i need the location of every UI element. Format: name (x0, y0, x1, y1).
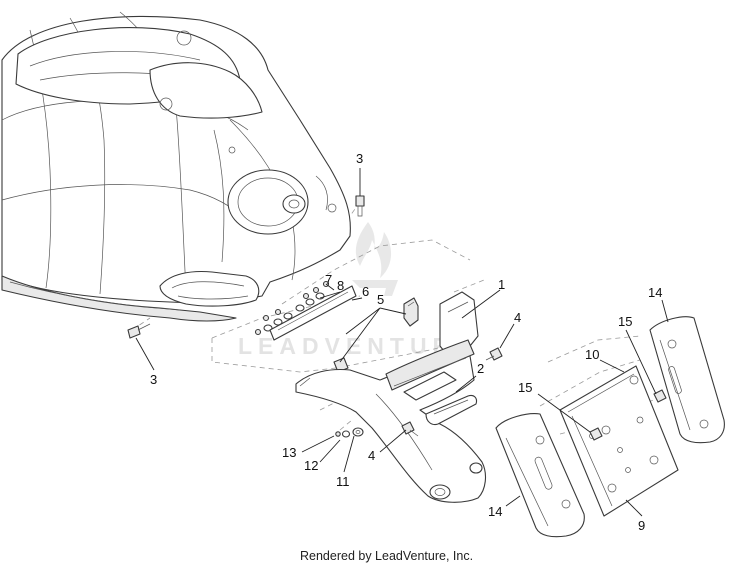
screw-4-right (485, 347, 503, 361)
side-panel-14-right (649, 316, 725, 444)
callout-5: 5 (377, 292, 384, 307)
screw-15-left (589, 427, 603, 441)
callout-11: 11 (336, 474, 350, 489)
callout-3-top: 3 (356, 151, 363, 166)
screw-3-left (127, 323, 151, 339)
side-panel-14-left (495, 413, 585, 538)
callout-13: 13 (282, 445, 296, 460)
callout-15-right: 15 (618, 314, 632, 329)
screws-7 (254, 280, 330, 336)
clip-5-lower (333, 357, 349, 373)
rendered-by-footer: Rendered by LeadVenture, Inc. (300, 549, 473, 563)
scooter-rear-body (1, 11, 351, 322)
callout-8: 8 (337, 278, 344, 293)
callout-2: 2 (477, 361, 484, 376)
callout-14-top: 14 (648, 285, 662, 300)
callout-1: 1 (498, 277, 505, 292)
license-plate-holder-9 (559, 365, 679, 517)
rear-mudguard (295, 339, 487, 503)
reflector-2 (425, 394, 478, 426)
callout-14-bottom: 14 (488, 504, 502, 519)
callout-10: 10 (585, 347, 599, 362)
callout-labels: 1 2 3 3 4 4 5 6 7 8 9 10 11 12 13 14 14 … (150, 151, 662, 533)
callout-9: 9 (638, 518, 645, 533)
screw-15-right (653, 389, 667, 403)
clip-5-upper (403, 297, 419, 327)
callout-leaders (135, 168, 669, 517)
callout-7: 7 (325, 272, 332, 287)
callout-4-left: 4 (368, 448, 375, 463)
gasket-6 (269, 285, 357, 341)
callout-3-left: 3 (150, 372, 157, 387)
callout-6: 6 (362, 284, 369, 299)
callout-12: 12 (304, 458, 318, 473)
callout-15-left: 15 (518, 380, 532, 395)
hardware-11-12-13 (335, 427, 364, 438)
screw-3-top (355, 195, 365, 217)
callout-4-right: 4 (514, 310, 521, 325)
